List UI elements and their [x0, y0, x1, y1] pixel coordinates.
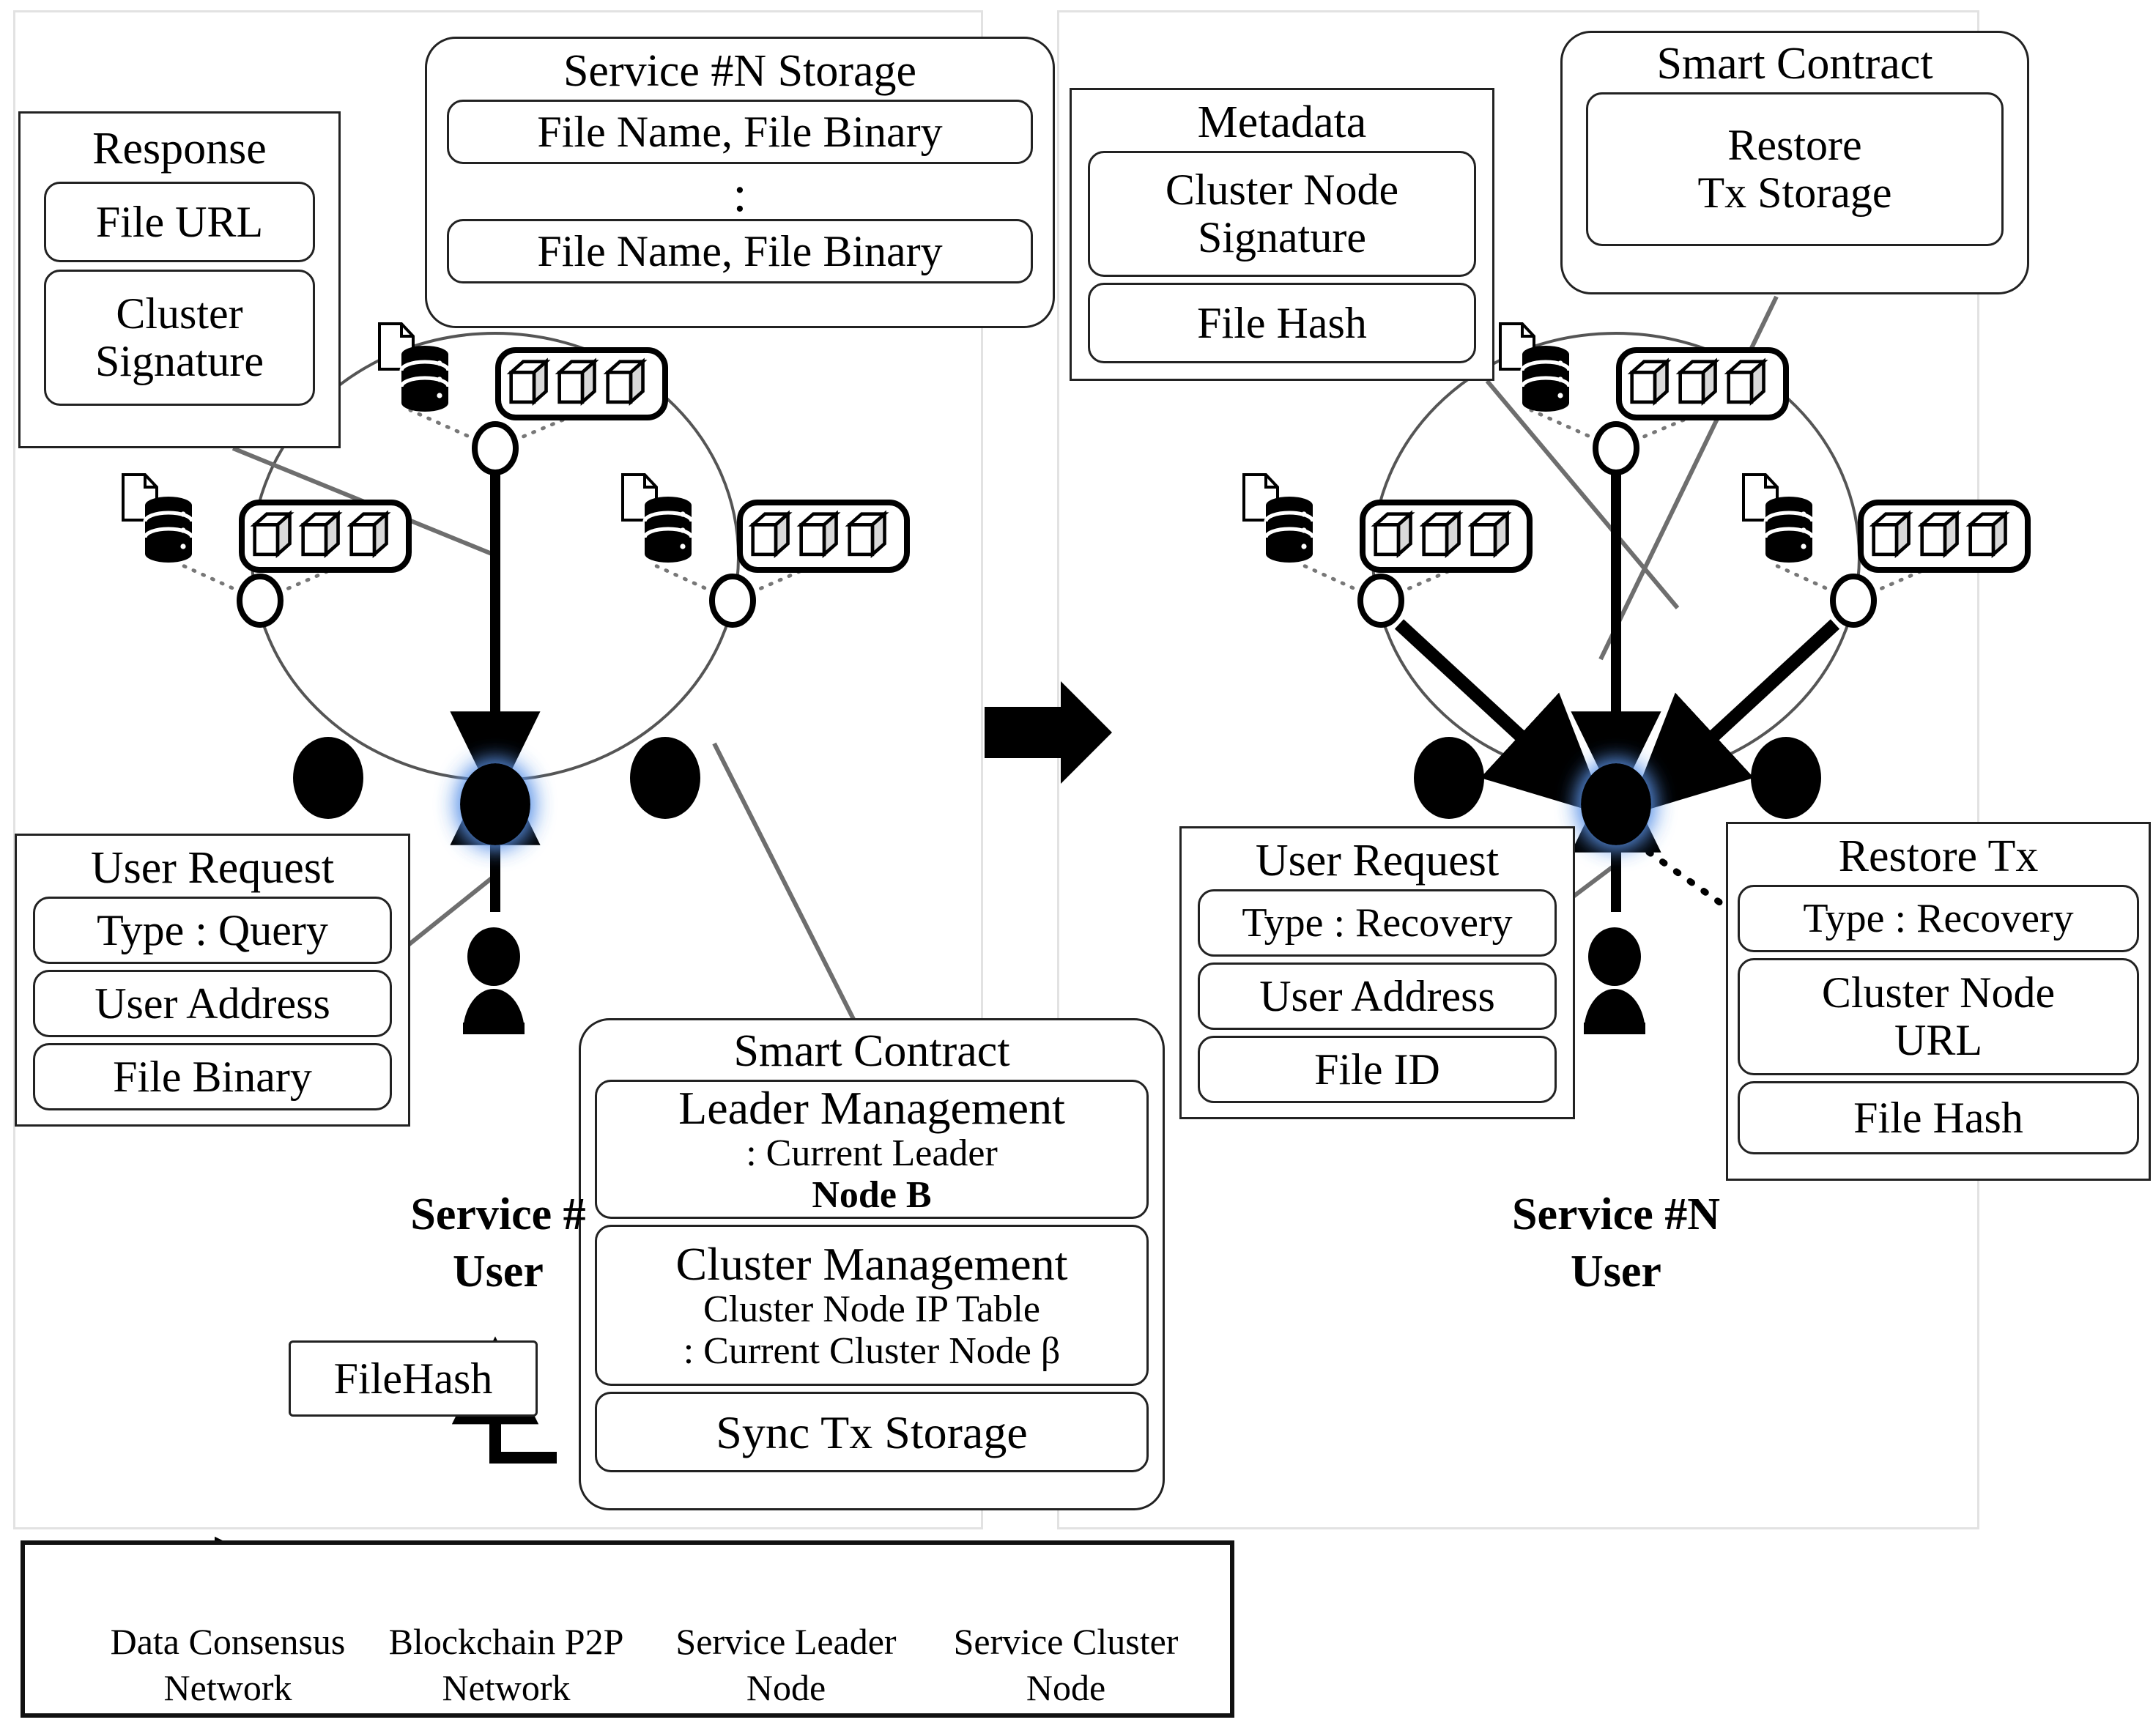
service-user-line2: User	[453, 1246, 544, 1297]
legend-box	[21, 1540, 1234, 1718]
restore-tx-type[interactable]: Type : Recovery	[1738, 885, 2139, 953]
smart-contract-title-right: Smart Contract	[1656, 39, 1933, 89]
current-cluster-node-line: : Current Cluster Node β	[683, 1329, 1061, 1372]
service-storage-box[interactable]: Service #N Storage File Name, File Binar…	[425, 37, 1055, 328]
smart-contract-box-left[interactable]: Smart Contract Leader Management : Curre…	[579, 1018, 1165, 1510]
legend-label-3-line2: Node	[1026, 1666, 1106, 1708]
leader-management-line1: : Current Leader	[746, 1132, 998, 1175]
service-n-user-line2: User	[1571, 1246, 1661, 1297]
user-request-type-left[interactable]: Type : Query	[33, 897, 392, 965]
user-request-box-left[interactable]: User Request Type : Query User Address F…	[15, 834, 410, 1127]
metadata-title: Metadata	[1197, 97, 1367, 147]
service-user-label-right: Service #N User	[1499, 1187, 1733, 1300]
legend-item-service-cluster-node: Service Cluster Node	[923, 1619, 1209, 1710]
response-title: Response	[92, 124, 267, 174]
metadata-file-hash[interactable]: File Hash	[1088, 283, 1476, 364]
legend-label-1-line1: Blockchain P2P	[388, 1621, 624, 1662]
service-user-label-left: Service # User	[381, 1187, 615, 1300]
legend-label-2-line2: Node	[746, 1666, 826, 1708]
cluster-management-section[interactable]: Cluster Management Cluster Node IP Table…	[595, 1225, 1149, 1387]
legend-label-0-line1: Data Consensus	[110, 1621, 346, 1662]
legend-label-2-line1: Service Leader	[675, 1621, 897, 1662]
restore-tx-file-hash[interactable]: File Hash	[1738, 1081, 2139, 1155]
legend-item-blockchain-p2p-network: Blockchain P2P Network	[363, 1619, 649, 1710]
service-n-user-line1: Service #N	[1511, 1190, 1721, 1239]
storage-ellipsis: :	[733, 166, 747, 223]
sync-tx-storage-label: Sync Tx Storage	[716, 1406, 1028, 1458]
legend-label-1-line2: Network	[442, 1666, 571, 1708]
service-storage-title: Service #N Storage	[563, 46, 917, 96]
cluster-node-ip-table-line: Cluster Node IP Table	[703, 1288, 1040, 1331]
response-field-file-url[interactable]: File URL	[44, 182, 315, 263]
leader-management-current-leader: Node B	[812, 1173, 932, 1216]
leader-management-heading: Leader Management	[678, 1082, 1065, 1135]
storage-row-0[interactable]: File Name, File Binary	[447, 100, 1033, 165]
legend-item-data-consensus-network: Data Consensus Network	[85, 1619, 371, 1710]
storage-row-1[interactable]: File Name, File Binary	[447, 219, 1033, 284]
legend-item-service-leader-node: Service Leader Node	[643, 1619, 929, 1710]
user-request-box-right[interactable]: User Request Type : Recovery User Addres…	[1179, 826, 1575, 1119]
sync-tx-storage-section[interactable]: Sync Tx Storage	[595, 1392, 1149, 1473]
user-request-address-right[interactable]: User Address	[1198, 962, 1557, 1031]
leader-management-section[interactable]: Leader Management : Current Leader Node …	[595, 1080, 1149, 1220]
smart-contract-title-left: Smart Contract	[733, 1026, 1010, 1076]
user-request-file-binary-left[interactable]: File Binary	[33, 1043, 392, 1111]
user-request-title-left: User Request	[90, 843, 335, 893]
legend-label-3-line1: Service Cluster	[953, 1621, 1179, 1662]
restore-tx-title: Restore Tx	[1838, 831, 2039, 881]
user-request-title-right: User Request	[1255, 836, 1500, 886]
user-request-file-id-right[interactable]: File ID	[1198, 1036, 1557, 1104]
cluster-management-heading: Cluster Management	[675, 1238, 1068, 1291]
user-request-type-right[interactable]: Type : Recovery	[1198, 889, 1557, 957]
service-user-line1: Service #	[410, 1190, 586, 1239]
user-request-address-left[interactable]: User Address	[33, 970, 392, 1038]
filehash-box[interactable]: FileHash	[289, 1340, 538, 1417]
legend-label-0-line2: Network	[163, 1666, 292, 1708]
